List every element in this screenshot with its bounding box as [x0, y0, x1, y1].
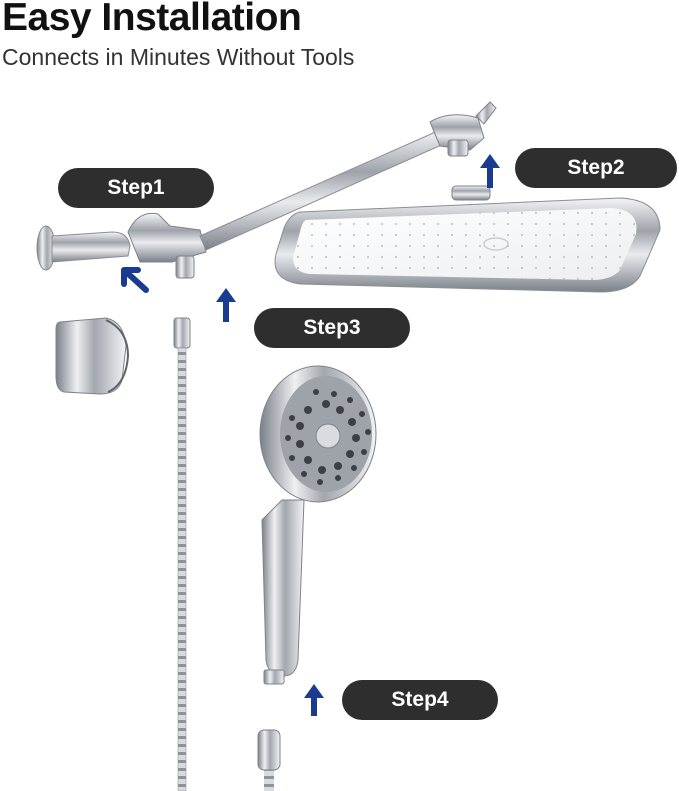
arrow-up-icon	[216, 288, 236, 322]
handshower-holder	[55, 317, 130, 395]
step4-label: Step4	[342, 680, 498, 720]
step1-label: Step1	[58, 168, 214, 208]
page-title: Easy Installation	[2, 0, 302, 39]
handheld-shower	[259, 365, 377, 685]
step2-label: Step2	[515, 148, 677, 188]
wall-flange	[36, 225, 131, 271]
shower-hose	[173, 317, 281, 791]
arrow-up-icon	[480, 154, 500, 188]
step3-label: Step3	[254, 308, 410, 348]
arrow-up-right-icon	[121, 267, 149, 293]
diverter	[127, 212, 207, 279]
extension-arm	[199, 101, 497, 251]
arrow-up-icon	[304, 684, 324, 716]
rain-shower-head	[274, 185, 661, 293]
page-subtitle: Connects in Minutes Without Tools	[2, 44, 355, 70]
